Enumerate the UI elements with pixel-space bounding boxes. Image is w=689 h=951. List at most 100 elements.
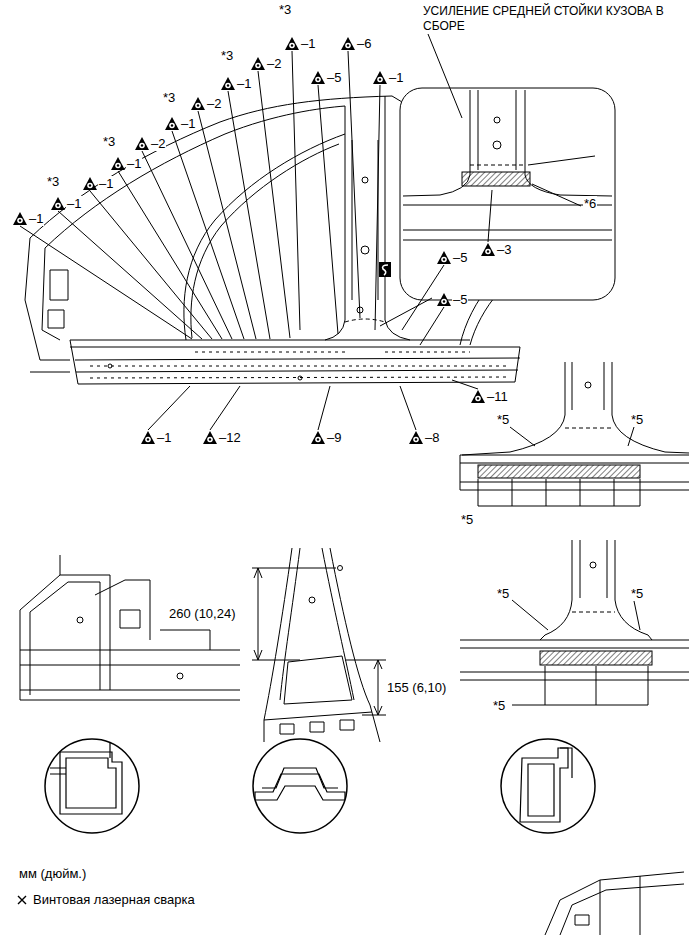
pillar-dimension-view — [252, 568, 336, 569]
callout-label: *5 — [630, 412, 644, 427]
weld-symbol — [285, 37, 299, 50]
weld-symbol — [291, 44, 293, 46]
side-body-frame — [45, 106, 345, 248]
weld-callout: –2 — [150, 136, 166, 151]
detail-view-2 — [460, 648, 689, 649]
leader-line — [400, 386, 416, 430]
weld-symbol — [257, 64, 259, 66]
weld-symbol — [115, 163, 121, 169]
pillar-dimension-view — [280, 548, 300, 700]
weld-symbol — [311, 71, 325, 84]
leader-line — [148, 386, 190, 430]
weld-symbol — [379, 78, 381, 80]
pillar-dimension-view — [264, 548, 292, 742]
detail-view-1 — [460, 455, 689, 456]
side-body-frame — [70, 347, 520, 348]
side-body-frame — [362, 177, 368, 183]
pillar-dimension-view — [322, 548, 354, 700]
weld-symbol — [203, 431, 217, 444]
detail-inset — [478, 90, 479, 170]
callout-label: 155 (6,10) — [386, 680, 447, 695]
weld-symbol — [311, 71, 325, 84]
weld-symbol — [377, 77, 383, 83]
callout-label: *5 — [496, 412, 510, 427]
callout-label: *5 — [492, 698, 506, 713]
side-body-frame — [30, 96, 392, 238]
callout-label: мм (дюйм.) — [18, 866, 87, 881]
cross-section — [45, 739, 139, 833]
weld-symbol — [413, 437, 419, 443]
pillar-joint-view — [20, 555, 240, 700]
side-body-frame — [345, 319, 385, 322]
leader-line — [118, 171, 222, 339]
side-body-frame — [70, 340, 470, 341]
weld-symbols — [13, 37, 495, 444]
weld-callout: –9 — [326, 430, 342, 445]
weld-symbol — [135, 137, 149, 150]
side-body-frame — [515, 347, 520, 382]
pillar-joint-view — [20, 555, 110, 700]
side-body-frame — [50, 270, 68, 300]
callout-label: *3 — [162, 90, 176, 105]
leader-line — [318, 85, 338, 334]
leader-line — [420, 307, 444, 345]
weld-symbol — [51, 197, 65, 210]
leader-line — [488, 190, 492, 242]
leader-lines — [20, 51, 492, 430]
weld-symbol — [311, 431, 325, 444]
callout-label: *3 — [102, 134, 116, 149]
detail-view-2 — [590, 562, 596, 568]
detail-view-2 — [540, 540, 572, 640]
cross-section — [528, 764, 554, 816]
detail-view-2 — [607, 540, 608, 598]
weld-symbol — [345, 43, 351, 49]
weld-symbol — [485, 249, 491, 255]
weld-symbol — [251, 57, 265, 70]
cross-section — [262, 768, 338, 788]
weld-symbol — [111, 157, 125, 170]
detail-view-1 — [460, 463, 689, 464]
leader-line — [452, 380, 478, 389]
weld-symbol — [285, 37, 299, 50]
callout-label: *3 — [278, 2, 292, 17]
pillar-dimension-view — [362, 715, 386, 716]
weld-symbol — [83, 177, 97, 190]
detail-inset — [380, 298, 432, 326]
weld-symbol — [171, 124, 173, 126]
detail-view-1 — [628, 427, 634, 446]
weld-symbol — [317, 78, 319, 80]
weld-symbol — [437, 251, 451, 264]
leader-line — [198, 111, 256, 339]
detail-view-2 — [572, 612, 615, 613]
detail-view-2 — [540, 651, 652, 665]
weld-symbol — [481, 243, 495, 256]
detail-inset — [525, 90, 612, 196]
cross-section — [50, 742, 122, 814]
detail-view-1 — [572, 362, 573, 410]
detail-view-1 — [478, 479, 640, 506]
weld-symbol — [373, 71, 387, 84]
detail-view-1 — [460, 455, 461, 490]
weld-symbol — [471, 390, 485, 403]
sealer-symbol — [379, 262, 391, 277]
weld-symbol — [341, 37, 355, 50]
weld-symbol — [51, 197, 65, 210]
pillar-dimension-view — [378, 660, 379, 715]
side-body-frame — [30, 372, 70, 373]
callout-label: *3 — [220, 48, 234, 63]
weld-symbol — [477, 397, 479, 399]
weld-symbol — [437, 293, 451, 306]
weld-symbol — [475, 396, 481, 402]
weld-callout: –1 — [388, 70, 404, 85]
rear-fragment-view — [545, 872, 684, 935]
weld-symbol — [289, 43, 295, 49]
side-body-frame — [385, 352, 470, 353]
weld-symbol — [111, 157, 125, 170]
weld-symbol — [437, 293, 451, 306]
pillar-dimension-view — [284, 656, 352, 704]
side-body-frame — [75, 358, 520, 360]
detail-view-2 — [460, 672, 689, 673]
pillar-joint-view — [177, 673, 183, 679]
side-body-frame — [70, 340, 78, 384]
